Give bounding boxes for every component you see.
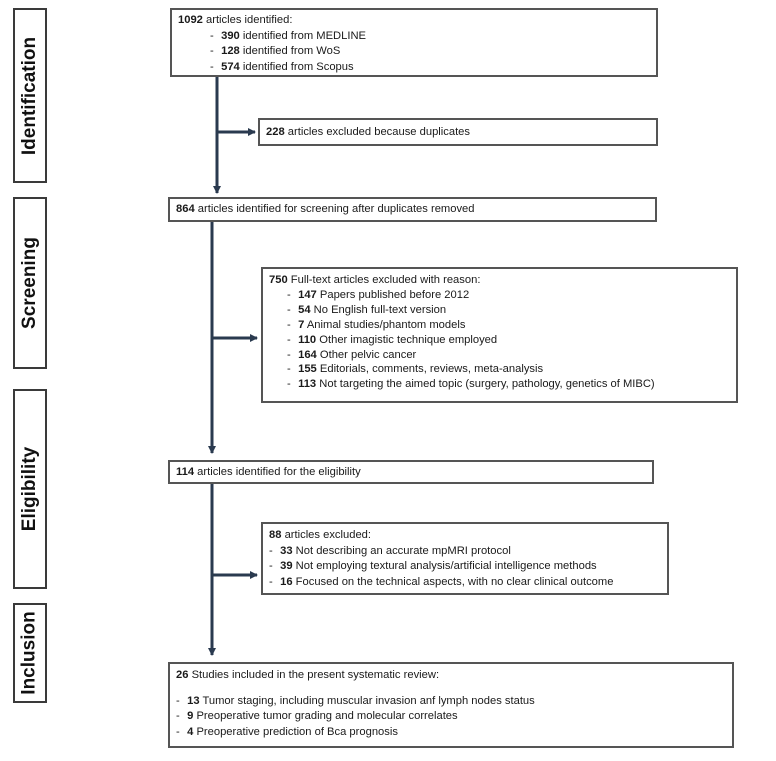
excluded-count: 88 bbox=[269, 529, 282, 541]
included-count: 26 bbox=[176, 669, 189, 681]
eligibility-text: articles identified for the eligibility bbox=[197, 466, 361, 478]
included-box: 26 Studies included in the present syste… bbox=[168, 662, 734, 748]
reason-text: Animal studies/phantom models bbox=[306, 318, 466, 331]
fulltext-excluded-count: 750 bbox=[269, 274, 288, 286]
topic-text: Preoperative tumor grading and molecular… bbox=[196, 710, 458, 723]
exclusion-count: 16 bbox=[280, 575, 293, 588]
exclusion-text: Not describing an accurate mpMRI protoco… bbox=[295, 544, 511, 557]
reason-text: Editorials, comments, reviews, meta-anal… bbox=[319, 363, 544, 376]
screening-box: 864 articles identified for screening af… bbox=[168, 197, 657, 222]
reason-count: 155 bbox=[298, 363, 317, 376]
reason-text: Other imagistic technique employed bbox=[319, 333, 498, 346]
eligibility-box: 114 articles identified for the eligibil… bbox=[168, 460, 654, 484]
topic-count: 13 bbox=[187, 694, 200, 707]
duplicates-count: 228 bbox=[266, 126, 285, 138]
reason-text: Not targeting the aimed topic (surgery, … bbox=[319, 378, 655, 391]
phase-inclusion-label: Inclusion bbox=[19, 611, 40, 695]
reason-text: No English full-text version bbox=[313, 303, 447, 316]
source-text: identified from WoS bbox=[242, 45, 341, 58]
phase-eligibility-label: Eligibility bbox=[19, 446, 41, 532]
screening-count: 864 bbox=[176, 203, 195, 215]
exclusion-count: 33 bbox=[280, 544, 293, 557]
phase-identification: Identification bbox=[13, 8, 47, 183]
included-text: Studies included in the present systemat… bbox=[191, 669, 440, 681]
phase-screening-label: Screening bbox=[19, 237, 40, 329]
identified-count: 1092 bbox=[178, 14, 203, 26]
duplicates-text: articles excluded because duplicates bbox=[287, 126, 470, 138]
reason-count: 164 bbox=[298, 348, 317, 361]
excluded-box: 88 articles excluded: - 33 Not describin… bbox=[261, 522, 669, 595]
source-text: identified from MEDLINE bbox=[242, 29, 366, 42]
identified-text: articles identified: bbox=[206, 14, 293, 26]
source-count: 390 bbox=[221, 29, 240, 42]
source-text: identified from Scopus bbox=[242, 60, 354, 73]
reason-count: 113 bbox=[298, 378, 317, 391]
excluded-text: articles excluded: bbox=[284, 529, 371, 541]
source-count: 574 bbox=[221, 60, 240, 73]
phase-identification-label: Identification bbox=[19, 36, 41, 155]
reason-count: 7 bbox=[298, 318, 305, 331]
duplicates-box: 228 articles excluded because duplicates bbox=[258, 118, 658, 146]
exclusion-count: 39 bbox=[280, 560, 293, 573]
phase-inclusion: Inclusion bbox=[13, 603, 47, 703]
topic-count: 9 bbox=[187, 710, 194, 723]
topic-text: Preoperative prediction of Bca prognosis bbox=[196, 725, 398, 738]
fulltext-excluded-box: 750 Full-text articles excluded with rea… bbox=[261, 267, 738, 403]
reason-text: Papers published before 2012 bbox=[319, 288, 470, 301]
eligibility-count: 114 bbox=[176, 466, 195, 478]
topic-count: 4 bbox=[187, 725, 194, 738]
exclusion-text: Not employing textural analysis/artifici… bbox=[295, 560, 597, 573]
phase-eligibility: Eligibility bbox=[13, 389, 47, 589]
topic-text: Tumor staging, including muscular invasi… bbox=[202, 694, 535, 707]
screening-text: articles identified for screening after … bbox=[197, 203, 475, 215]
identified-box: 1092 articles identified: - 390 identifi… bbox=[170, 8, 658, 77]
fulltext-excluded-text: Full-text articles excluded with reason: bbox=[290, 274, 481, 286]
phase-screening: Screening bbox=[13, 197, 47, 369]
reason-count: 54 bbox=[298, 303, 311, 316]
reason-text: Other pelvic cancer bbox=[319, 348, 417, 361]
reason-count: 110 bbox=[298, 333, 317, 346]
reason-count: 147 bbox=[298, 288, 317, 301]
source-count: 128 bbox=[221, 45, 240, 58]
exclusion-text: Focused on the technical aspects, with n… bbox=[295, 575, 614, 588]
